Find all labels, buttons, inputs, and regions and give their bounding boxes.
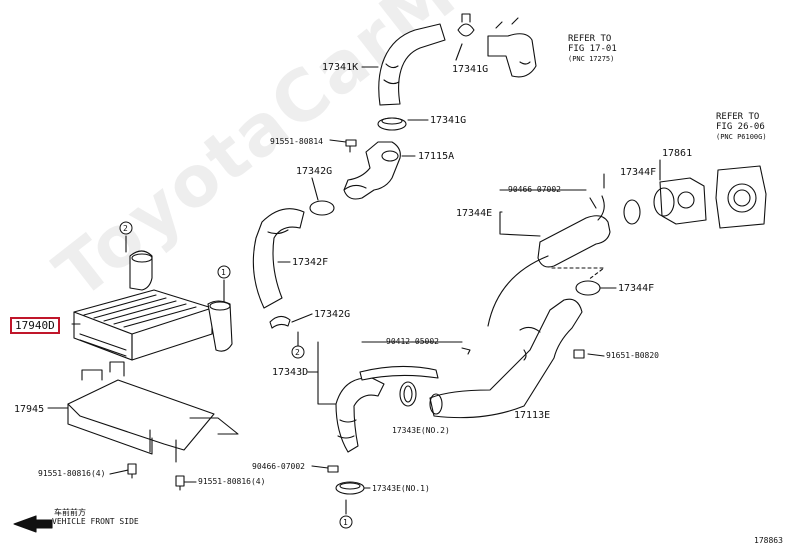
label-17342g-top[interactable]: 17342G — [296, 166, 333, 177]
clamp-17343e-no1 — [335, 481, 365, 495]
intercooler-17940d — [73, 250, 233, 361]
bolt-91551-80814 — [345, 139, 357, 153]
throttle-body-17861 — [653, 165, 767, 229]
label-17113e[interactable]: 17113E — [514, 410, 551, 421]
label-91551-80816-a[interactable]: 91551-80816(4) — [38, 469, 106, 478]
label-17344f-low[interactable]: 17344F — [618, 283, 655, 294]
label-17861[interactable]: 17861 — [662, 148, 693, 159]
label-91651-b0820[interactable]: 91651-B0820 — [606, 351, 659, 360]
vehicle-front-arrow — [13, 515, 53, 533]
callout-2-top: 2 — [123, 224, 128, 233]
clamp-17342g-top — [309, 200, 335, 216]
vehicle-front-en: VEHICLE FRONT SIDE — [52, 517, 139, 526]
callout-1-low: 1 — [343, 518, 348, 527]
label-17940d[interactable]: 17940D — [10, 317, 60, 334]
ref-fig26[interactable]: REFER TO FIG 26-06 (PNC P6100G) — [716, 112, 767, 141]
label-17115a[interactable]: 17115A — [418, 151, 455, 162]
clamp-17341g-top — [457, 13, 475, 37]
hose-17341k — [378, 23, 446, 106]
vehicle-front-cn: 车前前方 — [54, 508, 86, 517]
label-17343d[interactable]: 17343D — [272, 367, 309, 378]
ref-fig17[interactable]: REFER TO FIG 17-01 (PNC 17275) — [568, 34, 617, 63]
label-17945[interactable]: 17945 — [14, 404, 45, 415]
label-17343e-no2[interactable]: 17343E(NO.2) — [392, 426, 450, 435]
label-17344e[interactable]: 17344E — [456, 208, 493, 219]
clamp-17344f-low — [575, 280, 601, 296]
label-91551-80816-b[interactable]: 91551-80816(4) — [198, 477, 266, 486]
bolt-91651-b0820 — [573, 349, 585, 359]
label-91551-80814[interactable]: 91551-80814 — [270, 137, 323, 146]
callout-circle-1-low — [339, 515, 353, 529]
label-90466-07002-up[interactable]: 90466-07002 — [508, 185, 561, 194]
elbow-pipe-top — [487, 33, 537, 78]
figure-code: 178863 — [754, 536, 783, 545]
pipe-17113e — [429, 298, 583, 419]
clamp-17344f-up — [623, 199, 641, 225]
bracket-17945 — [67, 361, 239, 463]
hose-17342f — [252, 208, 305, 309]
callout-circle-1-mid — [217, 265, 231, 279]
pipe-17115a — [343, 141, 401, 200]
label-17343e-no1[interactable]: 17343E(NO.1) — [372, 484, 430, 493]
bolt-91551-80816-a — [127, 463, 137, 479]
callout-circle-2-mid — [291, 345, 305, 359]
label-17341g-mid[interactable]: 17341G — [430, 115, 467, 126]
clamp-17342g-low — [269, 315, 291, 329]
bolt-91551-80816-b — [175, 475, 185, 491]
label-17341g-top[interactable]: 17341G — [452, 64, 489, 75]
label-17342g-low[interactable]: 17342G — [314, 309, 351, 320]
label-90412-05002[interactable]: 90412-05002 — [386, 337, 439, 346]
callout-circle-2-top — [119, 221, 133, 235]
callout-2-mid: 2 — [295, 348, 300, 357]
callout-1-mid: 1 — [221, 268, 226, 277]
label-17342f[interactable]: 17342F — [292, 257, 329, 268]
hose-17343d — [335, 377, 385, 453]
clamp-17343e-no2 — [399, 381, 417, 407]
label-17344f-up[interactable]: 17344F — [620, 167, 657, 178]
label-17341k[interactable]: 17341K — [322, 62, 359, 73]
hose-17344e — [537, 215, 611, 268]
label-90466-07002-low[interactable]: 90466-07002 — [252, 462, 305, 471]
